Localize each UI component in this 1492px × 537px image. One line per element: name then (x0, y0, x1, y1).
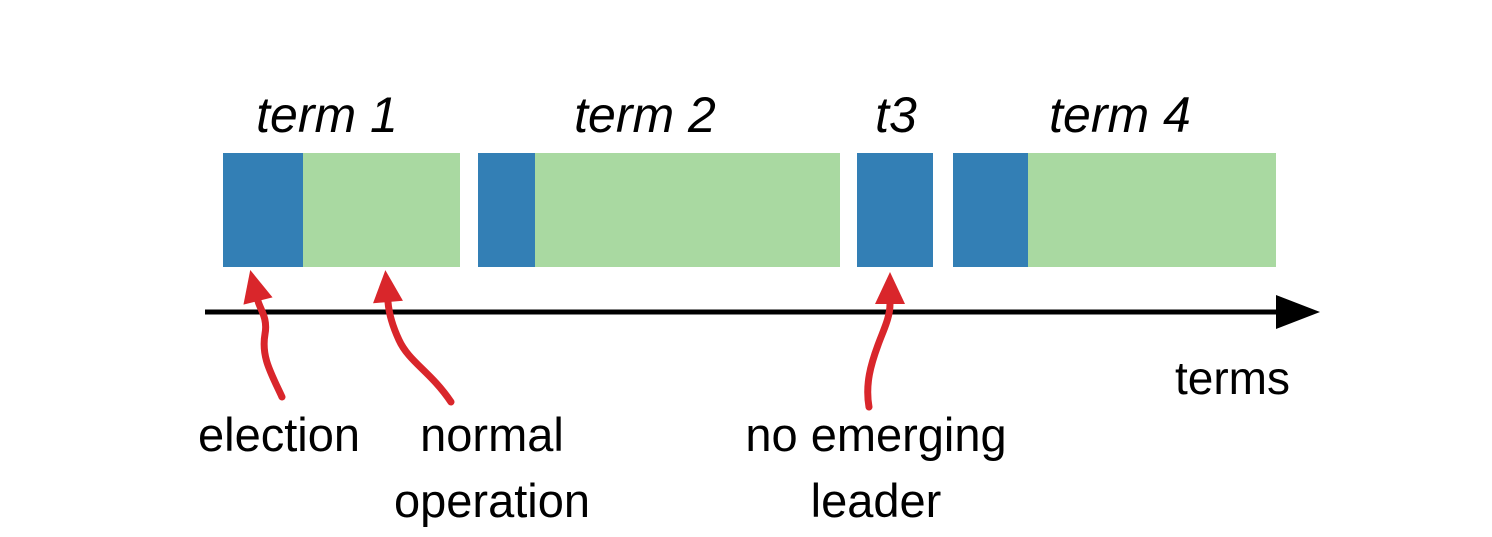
annotation-line: leader (810, 474, 942, 527)
term-label: term 4 (1049, 87, 1191, 143)
annotation-election: election (129, 402, 429, 468)
annotation-line: no emerging (745, 408, 1007, 461)
term-bar (953, 153, 1276, 267)
timeline-axis (205, 295, 1320, 329)
annotation-line: election (198, 408, 360, 461)
normal-operation-pointer-arrow (373, 270, 455, 406)
annotation-normal-operation: normal operation (342, 402, 642, 534)
annotation-line: normal (420, 408, 564, 461)
term-bar (223, 153, 460, 267)
axis-label: terms (1175, 352, 1290, 404)
term-bar (478, 153, 840, 267)
election-pointer-arrow (243, 269, 286, 401)
no-emerging-leader-pointer-arrow (864, 272, 905, 411)
normal-operation-segment (303, 153, 460, 267)
election-segment (857, 153, 933, 267)
annotation-line: operation (394, 474, 590, 527)
election-segment (953, 153, 1028, 267)
election-segment (223, 153, 303, 267)
term-label: term 2 (574, 87, 716, 143)
term-bar (857, 153, 933, 267)
normal-operation-segment (535, 153, 840, 267)
annotation-no-emerging-leader: no emerging leader (726, 402, 1026, 534)
election-segment (478, 153, 535, 267)
normal-operation-segment (1028, 153, 1276, 267)
term-label: t3 (875, 87, 917, 143)
axis-arrowhead-icon (1276, 295, 1320, 329)
term-label: term 1 (256, 87, 398, 143)
